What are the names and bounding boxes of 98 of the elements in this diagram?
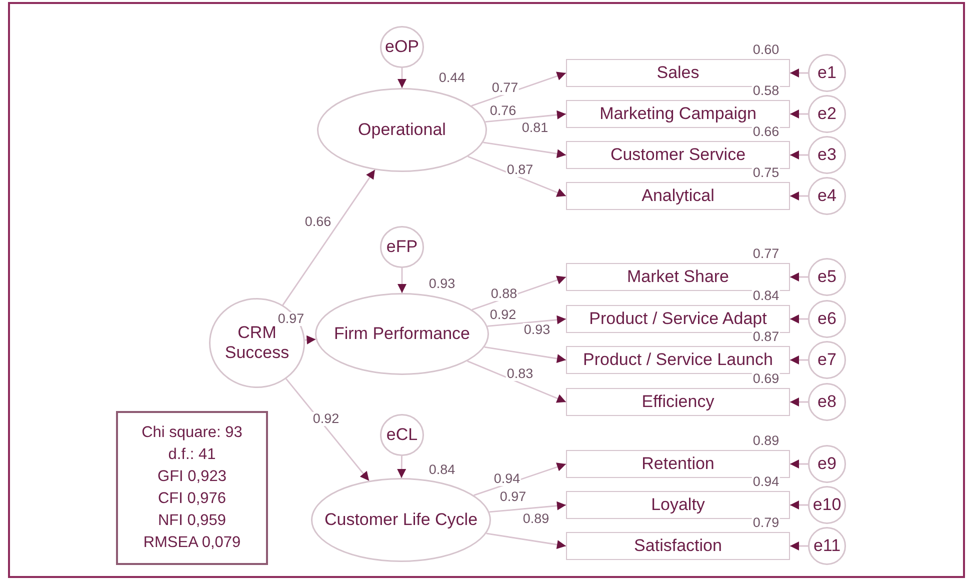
node-label: Efficiency	[642, 392, 714, 412]
node-label: e8	[818, 392, 836, 412]
arrow	[486, 532, 566, 550]
arrow	[397, 456, 406, 478]
node-label: Customer Life Cycle	[324, 510, 478, 530]
node-label: Sales	[656, 62, 700, 84]
arrow	[304, 335, 316, 344]
squared-multiple-correlation: 0.94	[752, 475, 780, 489]
node-label: e4	[818, 186, 836, 206]
indicator-box	[566, 182, 790, 210]
fit-statistic: Chi square: 93	[142, 423, 242, 443]
edge-label: 0.87	[506, 163, 534, 177]
fit-statistic: CFI 0,976	[158, 489, 226, 509]
indicator-box	[566, 141, 790, 169]
arrow	[790, 500, 808, 510]
node-label: eOP	[384, 36, 420, 58]
arrow	[790, 68, 808, 78]
edge-label: 0.92	[312, 412, 340, 426]
edge-label: 0.77	[490, 81, 520, 95]
squared-multiple-correlation: 0.75	[752, 166, 780, 180]
node-label: e7	[818, 350, 836, 370]
node-label: Retention	[642, 454, 714, 474]
node-label: e2	[818, 104, 836, 124]
squared-multiple-correlation: 0.44	[438, 71, 466, 85]
squared-multiple-correlation: 0.79	[752, 516, 780, 530]
node-label: Product / Service Adapt	[589, 308, 767, 330]
squared-multiple-correlation: 0.69	[752, 372, 780, 386]
edge-label: 0.76	[488, 104, 518, 118]
edge-label: 0.83	[506, 367, 534, 381]
indicator-box	[566, 450, 790, 478]
arrow	[790, 356, 808, 364]
node-label: e5	[818, 266, 836, 288]
arrow	[489, 501, 566, 513]
fit-statistics-box	[116, 411, 268, 565]
arrow	[398, 268, 406, 293]
fit-statistic: NFI 0,959	[158, 511, 226, 531]
arrow	[484, 346, 566, 364]
indicator-box	[566, 305, 790, 333]
arrow	[487, 315, 566, 327]
node-label: Loyalty	[651, 494, 705, 516]
edge-label: 0.81	[520, 121, 550, 135]
edge-label: 0.66	[304, 215, 332, 229]
arrow	[790, 542, 808, 550]
indicator-box	[566, 59, 790, 87]
edge-label: 0.88	[490, 287, 518, 301]
node-label: Operational	[358, 120, 446, 140]
arrow	[790, 272, 808, 282]
fit-statistic: RMSEA 0,079	[143, 533, 241, 553]
edge-label: 0.93	[522, 323, 552, 337]
arrow	[790, 192, 808, 200]
node-label: e6	[818, 308, 836, 330]
squared-multiple-correlation: 0.93	[428, 277, 456, 291]
arrow	[467, 360, 566, 403]
squared-multiple-correlation: 0.66	[752, 125, 780, 139]
indicator-box	[566, 532, 790, 560]
arrow	[790, 398, 808, 406]
squared-multiple-correlation: 0.84	[428, 463, 456, 477]
arrow	[468, 156, 566, 197]
indicator-box	[566, 346, 790, 374]
squared-multiple-correlation: 0.84	[752, 289, 780, 303]
squared-multiple-correlation: 0.58	[752, 84, 780, 98]
arrow	[398, 68, 406, 88]
arrow	[790, 460, 808, 468]
node-label: e9	[818, 454, 836, 474]
node-label: Product / Service Launch	[583, 350, 773, 370]
fit-statistic: d.f.: 41	[168, 445, 216, 465]
squared-multiple-correlation: 0.77	[752, 247, 780, 261]
node-label: e11	[813, 536, 841, 556]
squared-multiple-correlation: 0.89	[752, 434, 780, 448]
edge-label: 0.89	[522, 512, 550, 526]
edge-label: 0.97	[498, 490, 528, 504]
node-label: e1	[818, 62, 836, 84]
arrow	[485, 110, 566, 123]
node-label: Firm Performance	[334, 324, 470, 344]
indicator-box	[566, 100, 790, 128]
edge-label: 0.94	[492, 472, 522, 486]
arrow	[790, 110, 808, 118]
node-label: Satisfaction	[634, 536, 722, 556]
node-label: Customer Service	[610, 144, 746, 166]
node-label: eFP	[386, 236, 418, 258]
node-label: Analytical	[642, 186, 714, 206]
arrow	[483, 142, 566, 158]
node-label: Market Share	[626, 266, 730, 288]
squared-multiple-correlation: 0.60	[752, 43, 780, 57]
indicator-box	[566, 263, 790, 291]
squared-multiple-correlation: 0.87	[752, 330, 780, 344]
fit-statistic: GFI 0,923	[158, 467, 226, 487]
node-label: eCL	[386, 424, 418, 446]
arrow	[790, 314, 808, 324]
node-label: Marketing Campaign	[600, 104, 756, 124]
edge-label: 0.97	[276, 312, 306, 326]
node-label: e3	[818, 144, 836, 166]
indicator-box	[566, 491, 790, 519]
indicator-box	[566, 388, 790, 416]
edge-label: 0.92	[488, 308, 518, 322]
node-label: e10	[812, 494, 842, 516]
arrow	[790, 150, 808, 160]
arrow	[282, 169, 376, 306]
